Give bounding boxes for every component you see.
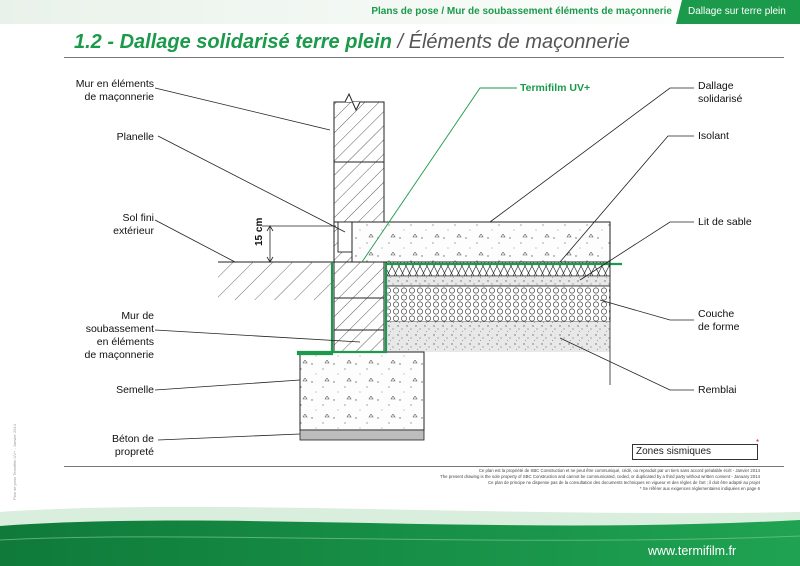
dimension-15cm [262, 225, 336, 263]
label-line: Couche [698, 308, 735, 320]
label-line: extérieur [113, 225, 154, 237]
title-main: 1.2 - Dallage solidarisé terre plein [74, 31, 392, 53]
label-line: Mur de [121, 310, 154, 322]
label-line: solidarisé [698, 93, 743, 105]
website-link[interactable]: www.termifilm.fr [648, 544, 737, 558]
sand-shape [385, 275, 611, 287]
label-sand: Lit de sable [698, 216, 752, 228]
leader-lines [154, 87, 694, 441]
gravel-shape [385, 285, 611, 323]
seismic-marker: * [756, 438, 760, 447]
title-subtitle: Éléments de maçonnerie [408, 31, 630, 53]
label-line: Sol fini [122, 212, 154, 224]
dimension-label: 15 cm [254, 217, 265, 246]
legal-note-1: Ce plan est la propriété de SBC Construc… [478, 468, 760, 473]
title-separator: / [397, 31, 404, 53]
lean-concrete-shape [299, 429, 425, 441]
legal-note-3: Ce plan de principe ne dispense pas de l… [488, 480, 760, 485]
label-line: propreté [114, 446, 154, 458]
label-exterior-floor: Sol fini extérieur [70, 212, 154, 238]
termifilm-membrane [296, 262, 622, 356]
label-basement-wall: Mur de soubassement en éléments de maçon… [70, 310, 154, 362]
side-reference: Plan de pose Termifilm UV+ - Janvier 201… [12, 424, 17, 500]
seismic-legend-label: Zones sismiques [636, 446, 712, 457]
label-footing: Semelle [116, 384, 154, 396]
label-lean-concrete: Béton de propreté [70, 433, 154, 459]
label-line: de forme [698, 321, 740, 333]
top-bar [0, 0, 800, 24]
backfill-shape [386, 322, 610, 352]
legal-note-4: * Se référer aux exigences réglementaire… [639, 486, 760, 491]
footer-band [0, 506, 800, 566]
seismic-legend-box [632, 444, 758, 460]
label-line: Dallage [698, 80, 734, 92]
exterior-ground [218, 261, 336, 320]
termifilm-leader [361, 87, 517, 263]
label-line: en éléments [96, 336, 154, 348]
label-line: soubassement [85, 323, 154, 335]
label-line: Béton de [111, 433, 154, 445]
label-planelle: Planelle [116, 131, 154, 143]
label-line: Mur en éléments [75, 78, 154, 90]
page-title: 1.2 - Dallage solidarisé terre plein / É… [74, 31, 630, 54]
breadcrumb-active[interactable]: Dallage sur terre plein [688, 6, 786, 17]
title-divider [64, 57, 784, 58]
planelle-shape [337, 221, 353, 253]
label-upper-wall: Mur en éléments de maçonnerie [70, 78, 154, 104]
label-insulation: Isolant [698, 130, 729, 142]
label-backfill: Remblai [698, 384, 737, 396]
basement-wall [333, 261, 385, 353]
legal-note-2: The present drawing is the sole property… [440, 474, 760, 479]
label-slab: Dallage solidarisé [698, 80, 742, 106]
label-gravel: Couche de forme [698, 308, 739, 334]
slab-shape [351, 221, 611, 263]
label-line: de maçonnerie [84, 91, 154, 103]
footing-shape [299, 351, 425, 431]
footer-divider [64, 466, 784, 467]
label-line: de maçonnerie [84, 349, 154, 361]
breadcrumb[interactable]: Plans de pose / Mur de soubassement élém… [371, 6, 672, 17]
label-termifilm: Termifilm UV+ [520, 82, 591, 94]
